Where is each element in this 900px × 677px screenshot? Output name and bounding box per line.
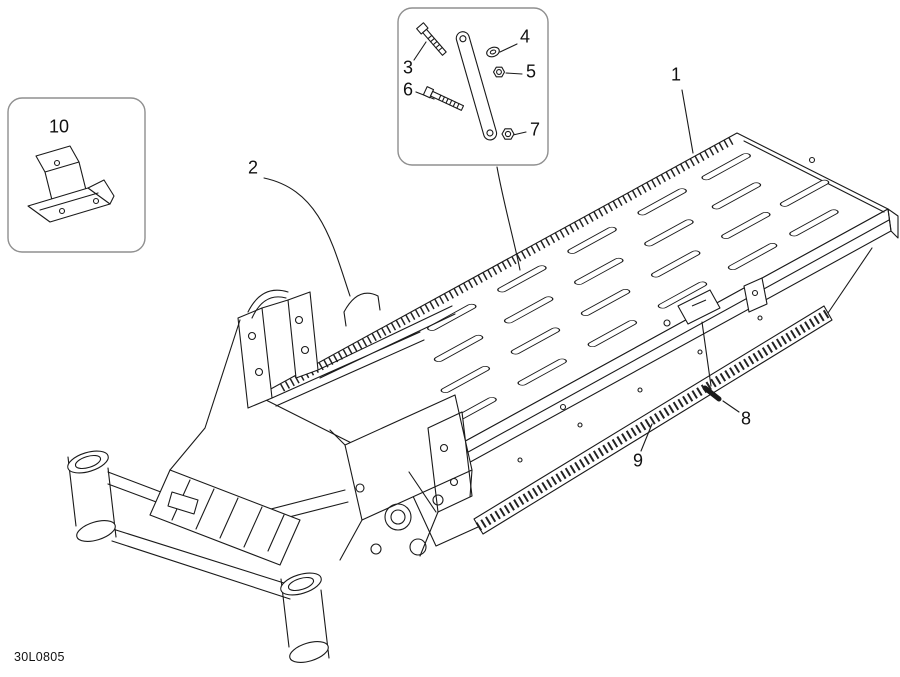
footboard [149,469,301,566]
tunnel-top-panel [257,132,889,473]
spindle-tube-front [67,450,116,542]
inset-box-fasteners [397,7,549,166]
inset-fasteners-border [397,7,549,166]
inset-box-bracket [7,97,146,253]
callout-6: 6 [402,79,414,100]
support-strap [455,31,498,141]
rear-bracket-hole [751,289,759,297]
part-8-pin [701,321,722,402]
frame-detail-lines [329,429,473,561]
callout-8: 8 [740,408,752,429]
inset-bracket-border [7,97,146,253]
callout-3: 3 [402,57,414,78]
callout-7: 7 [529,119,541,140]
callout-4: 4 [519,26,531,47]
spindle-tube-rear [280,572,329,663]
nut-5 [492,66,506,78]
rail-edges [411,247,873,547]
pin-leader-strap [701,321,712,387]
frame-holes [179,315,459,556]
callout-10: 10 [48,116,70,137]
pin-body [702,385,722,402]
tunnel-assembly [257,132,899,495]
washer-4 [486,46,500,58]
bolt-3 [416,22,447,56]
bulkhead-hoops-braces [169,289,456,471]
tunnel-edge-bracket [677,289,721,325]
bracket-10 [27,145,115,223]
front-frame [67,289,473,663]
tunnel-end-flap [411,140,899,484]
callout-5: 5 [525,61,537,82]
callout-9: 9 [632,450,644,471]
bolt-6 [422,86,465,111]
diagram-part-code: 30L0805 [14,650,65,664]
running-board-rail [411,247,873,547]
rail-tread-serration [475,309,831,531]
callout-2: 2 [247,157,259,178]
frame-clevis [167,491,199,515]
nut-7 [501,128,515,140]
callout-1: 1 [670,64,682,85]
tunnel-slots [426,153,839,425]
